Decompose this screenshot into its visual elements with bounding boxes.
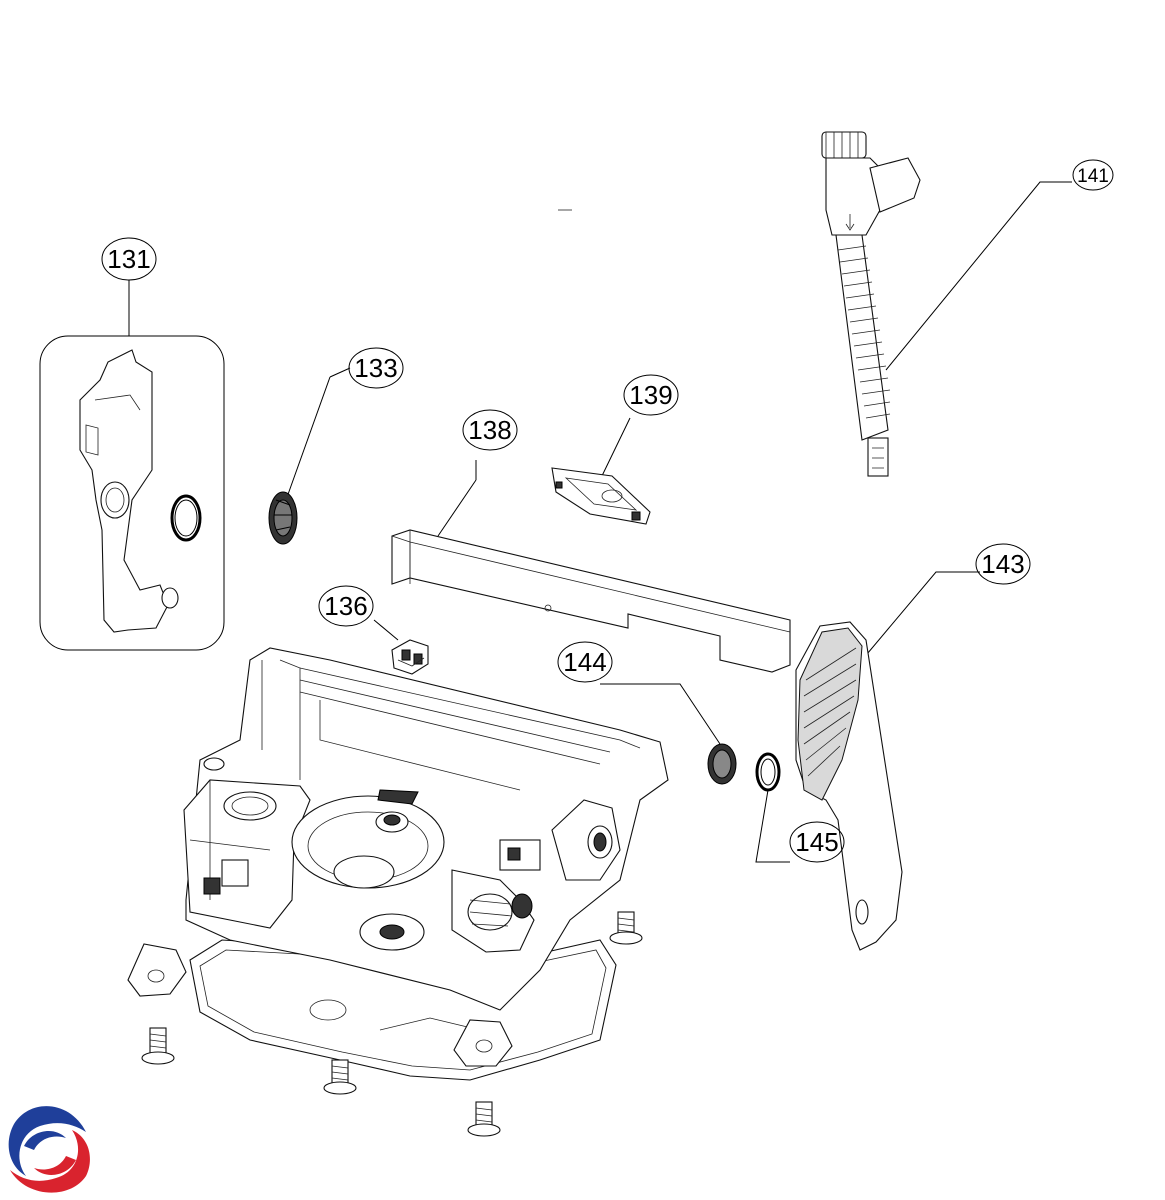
callout-145: 145 <box>789 821 845 863</box>
brand-swirl-logo <box>8 1106 90 1193</box>
part-143-group <box>795 571 980 951</box>
callout-131: 131 <box>101 237 157 281</box>
callout-141: 141 <box>1072 159 1114 191</box>
base-assembly <box>183 647 669 1081</box>
svg-text:139: 139 <box>629 380 672 410</box>
callout-138: 138 <box>462 409 518 451</box>
svg-text:138: 138 <box>468 415 511 445</box>
part-139-group <box>551 417 651 525</box>
screw-foot-1 <box>141 1027 175 1065</box>
callout-139: 139 <box>623 374 679 416</box>
part-138-group <box>391 460 791 673</box>
svg-text:136: 136 <box>324 591 367 621</box>
svg-text:144: 144 <box>563 647 606 677</box>
part-145-group <box>755 752 790 863</box>
feet-group <box>127 911 643 1137</box>
callout-143: 143 <box>975 543 1031 585</box>
callout-136: 136 <box>318 585 374 627</box>
screw-foot-4 <box>609 911 643 945</box>
svg-text:131: 131 <box>107 244 150 274</box>
part-141-group <box>821 131 1072 477</box>
screw-foot-3 <box>467 1101 501 1137</box>
part-133-group <box>268 367 351 545</box>
svg-text:133: 133 <box>354 353 397 383</box>
part-144-group <box>600 683 737 785</box>
svg-text:145: 145 <box>795 827 838 857</box>
callout-144: 144 <box>557 641 613 683</box>
svg-text:141: 141 <box>1077 166 1109 187</box>
part-136-group <box>373 619 429 675</box>
screw-foot-2 <box>323 1059 357 1095</box>
svg-text:143: 143 <box>981 549 1024 579</box>
part-131-group <box>39 280 225 651</box>
callout-133: 133 <box>348 347 404 389</box>
